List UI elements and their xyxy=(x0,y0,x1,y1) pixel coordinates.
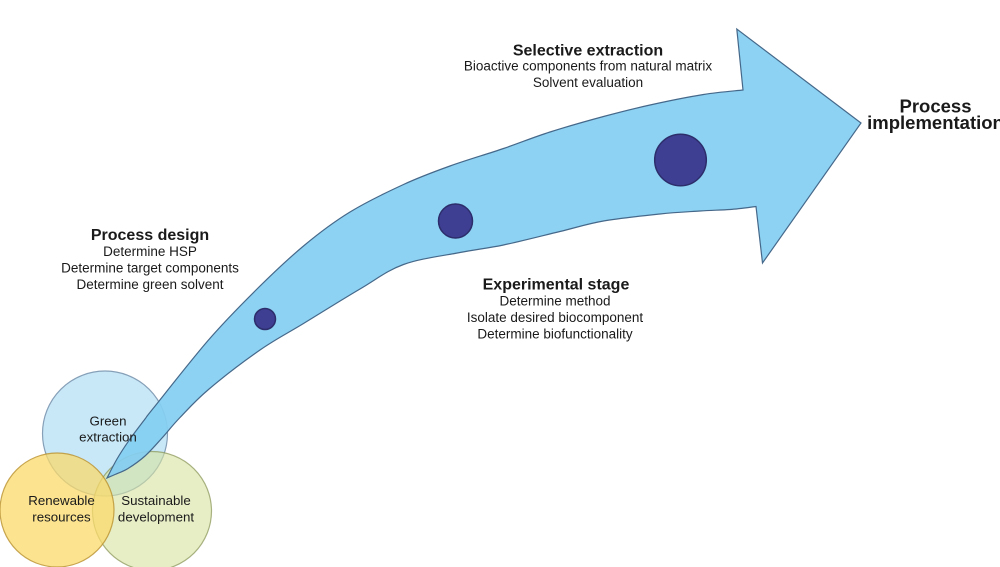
svg-text:Isolate desired biocomponent: Isolate desired biocomponent xyxy=(467,310,644,325)
svg-text:Process design: Process design xyxy=(91,227,209,244)
svg-text:Determine method: Determine method xyxy=(499,294,610,309)
svg-text:Process: Process xyxy=(900,96,972,117)
svg-text:Green: Green xyxy=(90,414,127,429)
svg-text:resources: resources xyxy=(32,510,91,525)
svg-text:implementation: implementation xyxy=(867,112,1000,133)
svg-text:Experimental stage: Experimental stage xyxy=(483,277,630,294)
svg-text:Determine green solvent: Determine green solvent xyxy=(76,277,223,292)
svg-text:extraction: extraction xyxy=(79,430,137,445)
svg-text:Renewable: Renewable xyxy=(28,493,95,508)
svg-text:Determine target components: Determine target components xyxy=(61,261,239,276)
svg-text:Determine HSP: Determine HSP xyxy=(103,244,197,259)
svg-text:Selective extraction: Selective extraction xyxy=(513,43,663,60)
svg-text:Solvent evaluation: Solvent evaluation xyxy=(533,75,643,90)
svg-text:development: development xyxy=(118,510,194,525)
svg-text:Bioactive components from natu: Bioactive components from natural matrix xyxy=(464,59,713,74)
svg-text:Sustainable: Sustainable xyxy=(121,493,191,508)
svg-text:Determine biofunctionality: Determine biofunctionality xyxy=(477,327,633,342)
